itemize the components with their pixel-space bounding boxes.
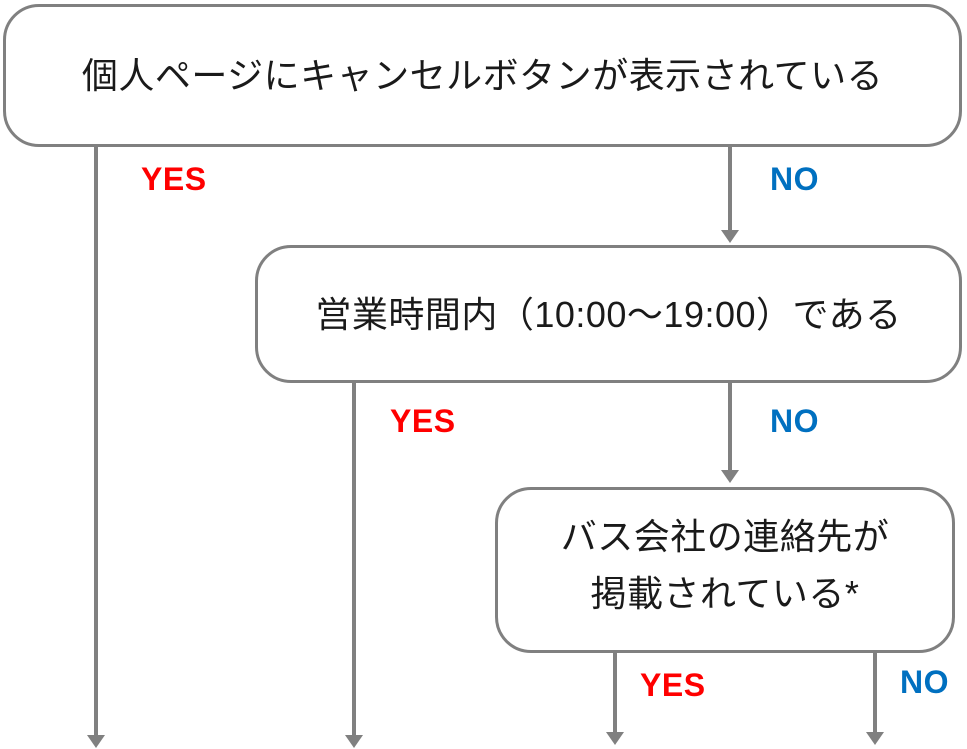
- node-bus-company-contact-line1: バス会社の連絡先が: [560, 516, 890, 557]
- arrow-node1-no-head-icon: [721, 230, 739, 243]
- label-node3-no: NO: [900, 664, 949, 700]
- flow-node-cancel-button-visible: 個人ページにキャンセルボタンが表示されている: [3, 4, 962, 147]
- node-cancel-button-text: 個人ページにキャンセルボタンが表示されている: [81, 55, 884, 96]
- flow-node-business-hours: 営業時間内（10:00～19:00）である: [255, 245, 962, 383]
- label-node3-yes: YES: [640, 667, 706, 703]
- arrow-node1-yes-line: [94, 146, 98, 736]
- arrow-node2-no-head-icon: [721, 470, 739, 483]
- node-bus-company-contact-line2: 掲載されている*: [590, 573, 860, 614]
- node-business-hours-text: 営業時間内（10:00～19:00）である: [315, 293, 902, 335]
- arrow-node3-yes-head-icon: [606, 732, 624, 745]
- arrow-node3-yes-line: [613, 652, 617, 733]
- arrow-node1-yes-head-icon: [87, 735, 105, 748]
- arrow-node3-no-line: [873, 652, 877, 733]
- arrow-node3-no-head-icon: [866, 732, 884, 745]
- arrow-node1-no-line: [728, 146, 732, 231]
- node-bus-company-contact-text: バス会社の連絡先が 掲載されている*: [561, 508, 890, 622]
- arrow-node2-yes-line: [352, 382, 356, 736]
- flow-node-bus-company-contact: バス会社の連絡先が 掲載されている*: [495, 487, 955, 653]
- label-node1-no: NO: [770, 161, 819, 197]
- label-node2-no: NO: [770, 403, 819, 439]
- arrow-node2-yes-head-icon: [345, 735, 363, 748]
- label-node2-yes: YES: [390, 403, 456, 439]
- arrow-node2-no-line: [728, 382, 732, 471]
- label-node1-yes: YES: [141, 161, 207, 197]
